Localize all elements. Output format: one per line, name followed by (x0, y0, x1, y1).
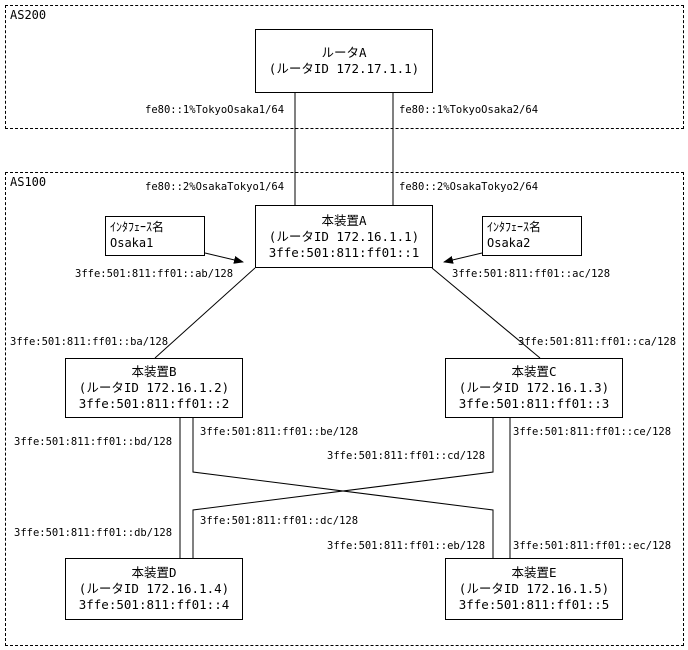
interface-callout-osaka1: ｲﾝﾀﾌｪｰｽ名 Osaka1 (105, 216, 205, 256)
node-a-id: (ルータID 172.16.1.1) (268, 228, 420, 244)
node-c-id: (ルータID 172.16.1.3) (458, 380, 610, 395)
as100-area (5, 172, 684, 646)
link-a-b (154, 267, 256, 359)
as100-label: AS100 (10, 175, 47, 189)
node-e-addr: 3ffe:501:811:ff01::5 (458, 597, 610, 612)
link-b-e (192, 418, 494, 558)
label-c-cd: 3ffe:501:811:ff01::cd/128 (327, 450, 486, 462)
callout2-title: ｲﾝﾀﾌｪｰｽ名 (487, 220, 542, 234)
callout2-arrow (443, 252, 483, 264)
label-b-bd: 3ffe:501:811:ff01::bd/128 (14, 436, 173, 448)
label-d-db: 3ffe:501:811:ff01::db/128 (14, 527, 173, 539)
node-c-name: 本装置C (511, 364, 557, 379)
label-a-ab: 3ffe:501:811:ff01::ab/128 (75, 268, 234, 280)
link-a-c (431, 267, 541, 359)
label-c-ce: 3ffe:501:811:ff01::ce/128 (513, 426, 672, 438)
label-e-ec: 3ffe:501:811:ff01::ec/128 (513, 540, 672, 552)
callout2-value: Osaka2 (487, 236, 531, 250)
node-a-name: 本装置A (321, 212, 367, 228)
label-a-left-ll: fe80::2%OsakaTokyo1/64 (145, 181, 285, 193)
label-a-right-ll: fe80::2%OsakaTokyo2/64 (399, 181, 539, 193)
interface-callout-osaka2: ｲﾝﾀﾌｪｰｽ名 Osaka2 (482, 216, 582, 256)
link-c-d (192, 418, 494, 558)
callout1-arrow (204, 252, 244, 264)
callout1-title: ｲﾝﾀﾌｪｰｽ名 (110, 220, 165, 234)
node-e-name: 本装置E (511, 565, 557, 580)
label-ra-right: fe80::1%TokyoOsaka2/64 (399, 104, 539, 116)
label-e-eb: 3ffe:501:811:ff01::eb/128 (327, 540, 486, 552)
router-a: ルータA (ルータID 172.17.1.1) (255, 29, 433, 93)
node-b-name: 本装置B (131, 364, 177, 379)
node-d-id: (ルータID 172.16.1.4) (78, 581, 230, 596)
label-ra-left: fe80::1%TokyoOsaka1/64 (145, 104, 285, 116)
node-c: 本装置C (ルータID 172.16.1.3) 3ffe:501:811:ff0… (445, 358, 623, 418)
label-b-ba: 3ffe:501:811:ff01::ba/128 (10, 336, 169, 348)
node-d-name: 本装置D (131, 565, 177, 580)
label-c-ca: 3ffe:501:811:ff01::ca/128 (518, 336, 677, 348)
node-a-addr: 3ffe:501:811:ff01::1 (268, 244, 420, 260)
callout1-value: Osaka1 (110, 236, 154, 250)
as200-label: AS200 (10, 8, 47, 22)
node-e-id: (ルータID 172.16.1.5) (458, 581, 610, 596)
label-a-ac: 3ffe:501:811:ff01::ac/128 (452, 268, 611, 280)
node-a: 本装置A (ルータID 172.16.1.1) 3ffe:501:811:ff0… (255, 205, 433, 268)
router-a-name: ルータA (321, 45, 367, 60)
node-b: 本装置B (ルータID 172.16.1.2) 3ffe:501:811:ff0… (65, 358, 243, 418)
label-b-be: 3ffe:501:811:ff01::be/128 (200, 426, 359, 438)
label-d-dc: 3ffe:501:811:ff01::dc/128 (200, 515, 359, 527)
node-e: 本装置E (ルータID 172.16.1.5) 3ffe:501:811:ff0… (445, 558, 623, 620)
router-a-id: (ルータID 172.17.1.1) (268, 61, 420, 76)
node-b-id: (ルータID 172.16.1.2) (78, 380, 230, 395)
node-d-addr: 3ffe:501:811:ff01::4 (78, 597, 230, 612)
as200-area (5, 5, 684, 129)
node-c-addr: 3ffe:501:811:ff01::3 (458, 396, 610, 411)
node-b-addr: 3ffe:501:811:ff01::2 (78, 396, 230, 411)
node-d: 本装置D (ルータID 172.16.1.4) 3ffe:501:811:ff0… (65, 558, 243, 620)
